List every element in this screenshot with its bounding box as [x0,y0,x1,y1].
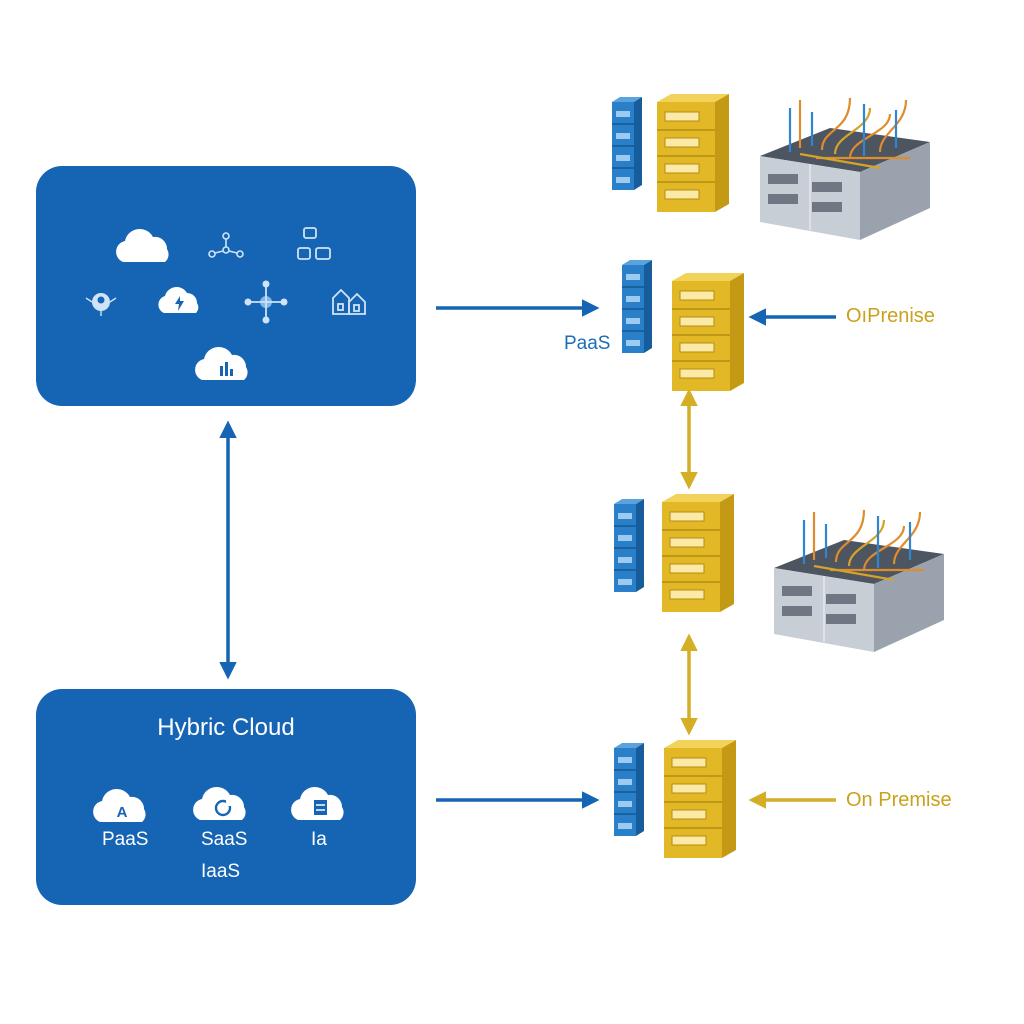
server-group-top [611,93,730,213]
cloud-refresh-icon [193,786,246,820]
cloud-upload-icon [158,287,199,313]
svg-text:A: A [117,804,128,821]
people-network-icon [85,293,117,316]
devices-icon [297,227,331,260]
hub-icon [244,280,288,324]
cloud-icon [116,228,169,262]
building-icon [332,288,366,315]
datacenter-rack-top [758,96,932,242]
cloud-services-panel [36,166,416,406]
service-label-paas: PaaS [102,829,149,850]
hybrid-cloud-title: Hybric Cloud [157,714,295,741]
cloud-chart-icon [195,346,248,380]
cloud-server-icon [291,786,344,820]
datacenter-rack-middle [772,508,946,654]
service-label-saas: SaaS [201,829,248,850]
server-group-bottom [613,739,737,859]
paas-server-label: PaaS [564,333,611,354]
service-label-iaas: IaaS [201,861,241,882]
paas-server-group [621,259,745,392]
service-label-ia: Ia [311,829,327,850]
cloud-app-icon: A [93,788,146,822]
network-nodes-icon [208,232,244,258]
server-group-middle [613,493,735,613]
on-premise-label-top: OıPrenise [846,305,935,327]
on-premise-label-bottom: On Premise [846,789,952,811]
